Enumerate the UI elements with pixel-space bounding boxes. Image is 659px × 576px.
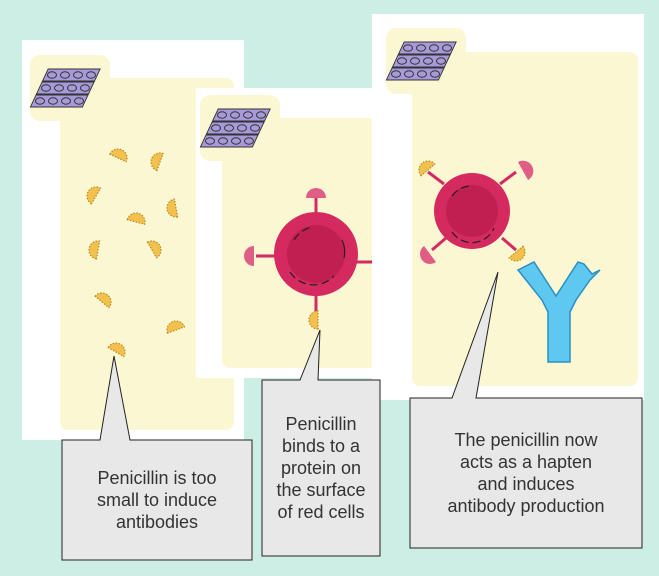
- callout-2: [261, 329, 381, 557]
- cell-sheet-icon: [385, 27, 467, 95]
- red-blood-cell: [420, 160, 534, 264]
- cell-sheet-icon: [29, 54, 111, 122]
- caption-panel-3: The penicillin now acts as a hapten and …: [447, 430, 605, 516]
- cell-sheet-icon: [199, 94, 281, 162]
- panel-2: [196, 88, 426, 378]
- caption-panel-2: Penicillin binds to a protein on the sur…: [276, 414, 366, 522]
- antibody-y-icon: [516, 261, 601, 363]
- panel-3: [372, 14, 644, 400]
- callout-3: [409, 271, 643, 549]
- red-blood-cell: [244, 188, 374, 314]
- callout-1: [61, 355, 253, 561]
- caption-panel-1: Penicillin is too small to induce antibo…: [96, 468, 218, 532]
